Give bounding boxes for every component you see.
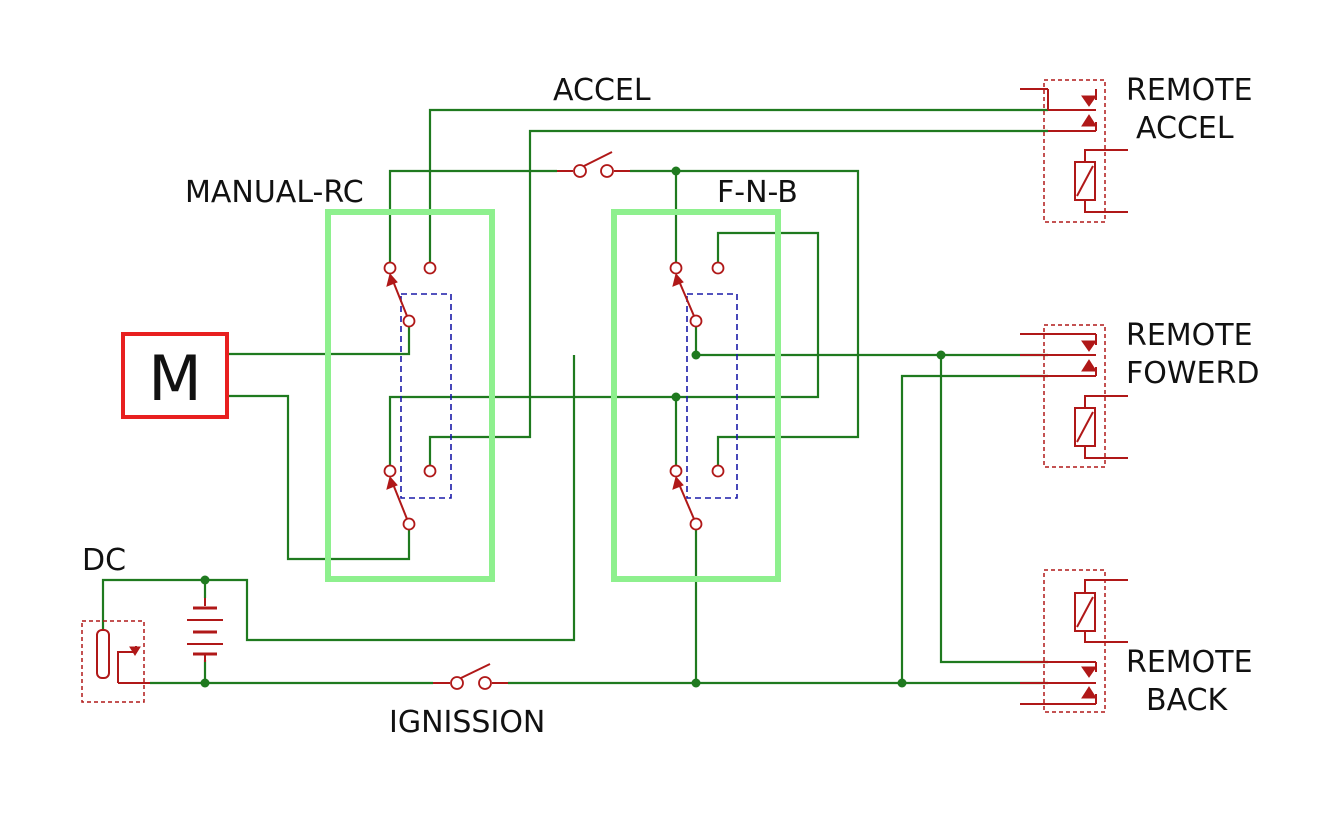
manual-rc-label: MANUAL-RC — [185, 175, 364, 210]
remote-fowerd-label-line2: FOWERD — [1126, 356, 1259, 391]
remote-fowerd-label-line1: REMOTE — [1126, 318, 1253, 353]
relay-coil-icon — [1020, 324, 1128, 468]
wire-top-rail-right — [630, 169, 860, 468]
motor-label: M — [148, 342, 202, 415]
manual-rc-switch-icon[interactable] — [383, 261, 452, 531]
ignission-label: IGNISSION — [389, 705, 545, 740]
junction-dot — [691, 678, 701, 688]
wires — [101, 108, 1048, 688]
relay-coil-icon — [1020, 569, 1128, 713]
fnb-label: F-N-B — [717, 175, 798, 210]
dc-jack-icon — [81, 620, 150, 703]
wire-accel-second — [428, 129, 1048, 468]
wire-dc-plus — [205, 355, 576, 642]
wire-fnb-loop — [388, 231, 820, 468]
remote-back-label-line2: BACK — [1146, 683, 1229, 718]
wire-motor-bottom — [228, 394, 411, 561]
dc-label: DC — [82, 543, 126, 578]
junction-dot — [671, 392, 681, 402]
junction-dot — [936, 350, 946, 360]
junction-dot — [200, 678, 210, 688]
wire-forward-second — [900, 374, 1048, 683]
remote-accel-label-line1: REMOTE — [1126, 73, 1253, 108]
top-switch-icon[interactable] — [557, 151, 630, 178]
wire-dc-top — [101, 578, 207, 630]
junction-dot — [691, 350, 701, 360]
wire-motor-top — [228, 322, 411, 356]
wire-back-feed — [939, 355, 1048, 664]
accel-label: ACCEL — [553, 73, 651, 108]
motor-icon: M — [121, 332, 229, 419]
remote-accel-label-line2: ACCEL — [1136, 111, 1234, 146]
junction-dot — [200, 575, 210, 585]
fnb-switch-box — [611, 209, 781, 582]
junction-dot — [671, 166, 681, 176]
remote-back-label-line1: REMOTE — [1126, 645, 1253, 680]
wire-top-rail-left — [388, 169, 557, 263]
labels: ACCEL MANUAL-RC F-N-B DC IGNISSION REMOT… — [82, 73, 1259, 740]
fnb-switch-icon[interactable] — [669, 261, 738, 531]
relay-coil-icon — [1020, 79, 1128, 223]
wire-fnb-common — [694, 322, 1048, 357]
battery-icon — [187, 598, 223, 662]
ignission-switch-icon[interactable] — [433, 663, 508, 690]
junction-dot — [897, 678, 907, 688]
manual-rc-switch-box — [325, 209, 495, 582]
